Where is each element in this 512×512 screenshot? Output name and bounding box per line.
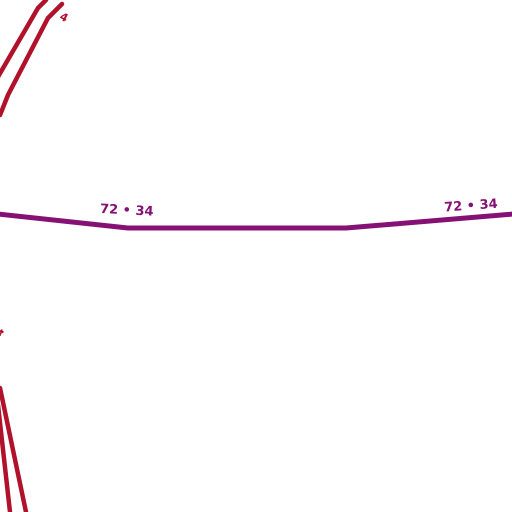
- route-line[interactable]: [0, 211, 512, 231]
- major-road-south: [0, 385, 29, 512]
- road-label-left: 4: [0, 326, 7, 338]
- major-road-north-east-edge: [0, 1, 65, 118]
- major-road-north-west-edge: [0, 0, 49, 78]
- route-label-right: 72 • 34: [444, 197, 498, 216]
- major-road-north: [0, 0, 65, 118]
- major-road-south-east-edge: [0, 385, 29, 512]
- road-label-top: 4: [57, 10, 70, 25]
- route-label-left: 72 • 34: [100, 202, 154, 220]
- major-road-south-west-edge: [0, 403, 13, 512]
